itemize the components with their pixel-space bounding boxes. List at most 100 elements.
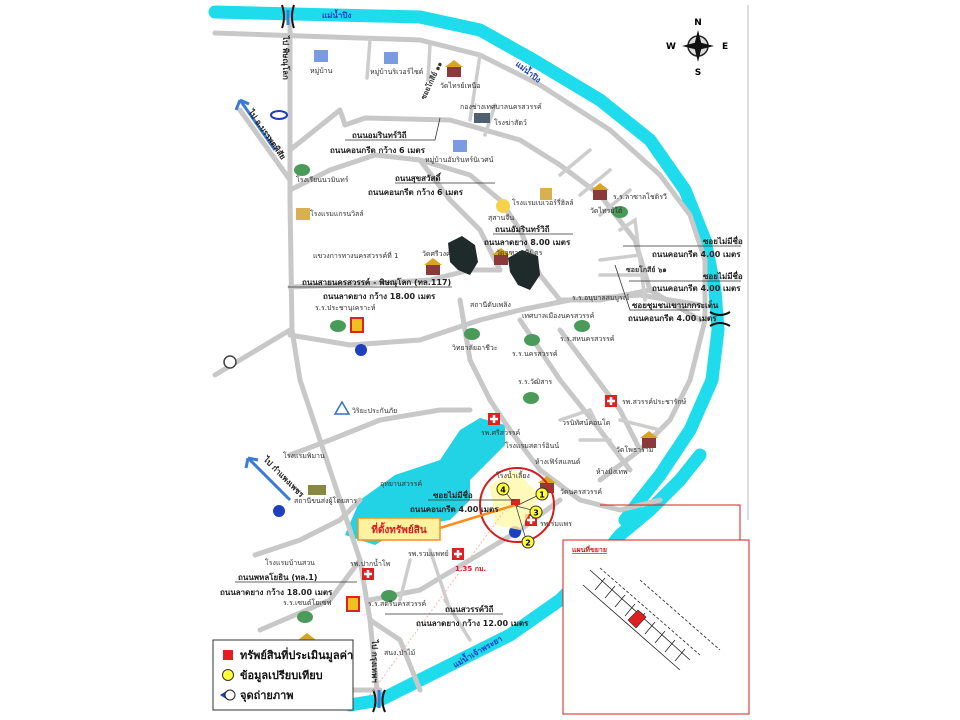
place-label: ห้างมิ่งเทพ (596, 467, 628, 476)
place-label: ร.ร.เซนต์โยเซฟ (283, 598, 331, 607)
inset-subject-plot (627, 609, 647, 629)
road-label: ซอยไม่มีชื่อ (703, 235, 743, 246)
subject-radius-circle (479, 467, 555, 543)
place-label: วัดศรีวงค์ (422, 250, 451, 258)
arrow-kamphaeng-icon (244, 456, 292, 502)
school-icon (297, 611, 313, 623)
road-label: ถนนสายนครสวรรค์ - พิษณุโลก (ทล.117) (302, 277, 451, 288)
compass-e: E (722, 42, 728, 52)
legend-subject-swatch (223, 650, 233, 660)
place-label: โรงแรมบ้านสวน (265, 558, 315, 567)
road-label: ซอยไม่มีชื่อ (433, 489, 473, 500)
place-label: โรงแรมแกรนวิลล์ (310, 209, 364, 218)
road-label: ถนนคอนกรีต กว้าง 6 เมตร (368, 187, 464, 197)
place-label: วิริยะประกันภัย (352, 407, 397, 415)
place-label: โรงเรียนนวมินทร์ (296, 175, 349, 184)
building-icon (474, 113, 490, 123)
hospital-icon (605, 395, 617, 407)
road-label: ถนนอัมรินทร์วิถี (495, 224, 550, 234)
place-label: ห้างเฟิร์สแลนด์ (535, 458, 580, 466)
comparable-marker-2: 2 (521, 535, 535, 549)
legend: ทรัพย์สินที่ประเมินมูลค่า ข้อมูลเปรียบเท… (212, 639, 354, 711)
road-label: ถนนลาดยาง กว้าง 12.00 เมตร (416, 618, 529, 628)
place-label: รพ.ปากน้ำโพ (350, 557, 391, 568)
temple-icon (640, 431, 658, 448)
place-label: วัดโพธาราม (616, 445, 653, 454)
compass-w: W (666, 42, 676, 52)
temple-icon (424, 258, 442, 275)
park-icon (508, 250, 540, 290)
place-label: แขวงการทางนครสวรรค์ที่ 1 (313, 251, 398, 260)
road-label: ถนนคอนกรีต 4.00 เมตร (652, 283, 741, 293)
place-label: ร.ร.ประชานุเคราะห์ (315, 304, 376, 312)
school-icon (523, 392, 539, 404)
place-label: โรงแรมเบเวอร์รี่ฮิลล์ (512, 198, 574, 207)
road-label: ถนนคอนกรีต กว้าง 6 เมตร (330, 145, 426, 155)
place-label: โรงแรมสตาร์อินน์ (505, 441, 559, 450)
temple-icon (492, 248, 510, 265)
bank-icon (273, 505, 285, 517)
bank-icon (355, 344, 367, 356)
place-label: เทศบาลเมืองนครสวรรค์ (522, 312, 595, 320)
road-label: ถนนอมรินทร์วิถี (352, 130, 407, 140)
subject-marker (511, 499, 520, 505)
road-label: ถนนสวรรค์วิถี (445, 604, 494, 614)
place-label: หมู่บ้าน (310, 67, 333, 75)
direction-label: ไป กรุงเทพฯ (369, 639, 380, 683)
place-label: วรนิทัศน์คอนโด (562, 418, 610, 427)
mazda-icon (223, 355, 237, 369)
village-icon (453, 140, 467, 152)
comparable-marker-1: 1 (535, 487, 549, 501)
school-icon (464, 328, 480, 340)
place-label: วิทยาลัยอาชีวะ (452, 344, 498, 352)
ping-river (208, 5, 725, 527)
arrow-banphot-icon (234, 98, 277, 151)
place-label: สนง.ป่าไม้ (384, 648, 415, 657)
temple-icon (591, 183, 609, 200)
place-label: สถานีขนส่งผู้โดยสาร (294, 496, 357, 505)
legend-comparable-swatch (222, 669, 234, 681)
park-icon (448, 236, 478, 275)
place-label: ร.ร.อนุบาลสมบูรณ์ (572, 294, 630, 302)
place-label: วัดนครสวรรค์ (560, 488, 602, 496)
road-label: ถนนพหลโยธิน (ทล.1) (238, 572, 317, 582)
place-label: รพ.ร่มแพร (540, 520, 572, 528)
esso-icon (270, 110, 288, 120)
distance-label: 1.35 กม. (455, 565, 486, 573)
place-label: รพ.รวมแพทย์ (408, 550, 449, 558)
road-label: ถนนลาดยาง 8.00 เมตร (484, 238, 571, 247)
store-icon (346, 596, 360, 612)
road-label: ถนนสุขสวัสดิ์ (395, 172, 442, 184)
subject-label: ที่ตั้งทรัพย์สิน (371, 522, 426, 536)
subject-label-box: ที่ตั้งทรัพย์สิน (357, 517, 441, 541)
river-label: แม่น้ำเจ้าพระยา (451, 633, 504, 670)
legend-comparable-label: ข้อมูลเปรียบเทียบ (240, 669, 323, 683)
place-label: โรงแรมพิมาน (283, 451, 325, 460)
comparable-marker-4: 4 (496, 482, 510, 496)
place-label: ร.ร.นครสวรรค์ (512, 350, 558, 358)
place-label: โรงฆ่าสัตว์ (494, 118, 527, 127)
place-label: รพ.สวรรค์ประชารักษ์ (622, 398, 687, 406)
store-icon (350, 317, 364, 333)
place-label: ร.ร.สหนครสวรรค์ (560, 335, 615, 343)
road-label: ถนนคอนกรีต 4.00 เมตร (652, 249, 741, 259)
place-label: ร.ร.วัฒิสาร (518, 378, 552, 386)
compass-s: S (695, 68, 701, 78)
hospital-icon (452, 548, 464, 560)
place-label: กองช่างเทศบาลนครสวรรค์ (460, 103, 542, 111)
place-label: รพ.ศรีสวรรค์ (481, 429, 521, 437)
subject-pointer (439, 503, 516, 530)
bus-icon (308, 485, 326, 495)
hospital-icon (362, 568, 374, 580)
svg-text:4: 4 (500, 486, 506, 495)
temple-icon (538, 476, 556, 493)
camera-point-icon (220, 689, 236, 701)
river-label: แม่น้ำปิง (322, 9, 351, 20)
road-label: ซอยชุมชนเขานกกระเต็น (632, 299, 719, 311)
legend-photo-label: จุดถ่ายภาพ (240, 689, 294, 703)
place-label: สถานีดับเพลิง (470, 301, 511, 309)
temple-icon (445, 60, 463, 77)
cemetery-icon (496, 199, 510, 213)
